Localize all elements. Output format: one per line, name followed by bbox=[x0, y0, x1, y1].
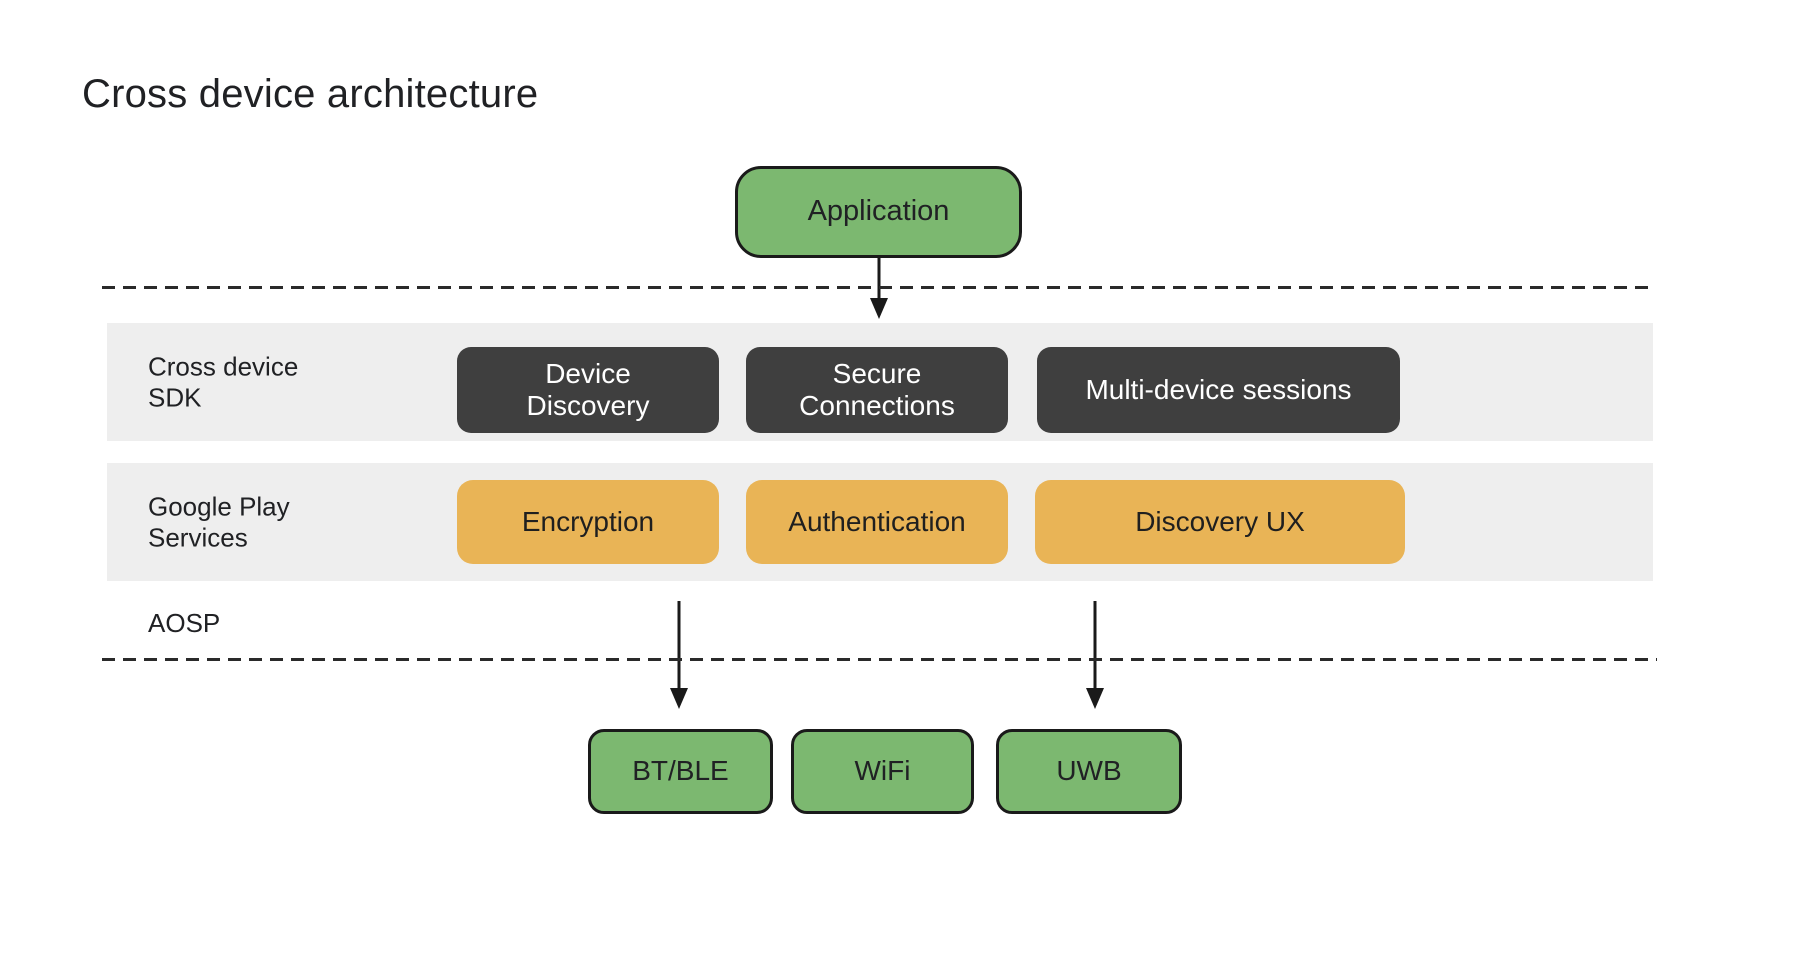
authentication-node: Authentication bbox=[746, 480, 1008, 564]
google-play-services-label: Google Play Services bbox=[148, 491, 290, 552]
arrow-shaft bbox=[1093, 601, 1097, 690]
application-node: Application bbox=[735, 166, 1022, 258]
arrow-shaft bbox=[877, 258, 881, 300]
arrow-head bbox=[670, 688, 688, 709]
secure-connections-node: Secure Connections bbox=[746, 347, 1008, 433]
multi-device-sessions-node: Multi-device sessions bbox=[1037, 347, 1400, 433]
bt-ble-node: BT/BLE bbox=[588, 729, 773, 814]
wifi-node: WiFi bbox=[791, 729, 974, 814]
device-discovery-node: Device Discovery bbox=[457, 347, 719, 433]
arrow-head bbox=[870, 298, 888, 319]
discovery-ux-node: Discovery UX bbox=[1035, 480, 1405, 564]
dashed-separator-top bbox=[102, 286, 1650, 289]
encryption-node: Encryption bbox=[457, 480, 719, 564]
page-title: Cross device architecture bbox=[82, 72, 539, 116]
cross-device-sdk-label: Cross device SDK bbox=[148, 351, 299, 412]
uwb-node: UWB bbox=[996, 729, 1182, 814]
dashed-separator-bottom bbox=[102, 658, 1657, 661]
arrow-shaft bbox=[677, 601, 681, 690]
aosp-label: AOSP bbox=[148, 608, 221, 638]
arrow-head bbox=[1086, 688, 1104, 709]
